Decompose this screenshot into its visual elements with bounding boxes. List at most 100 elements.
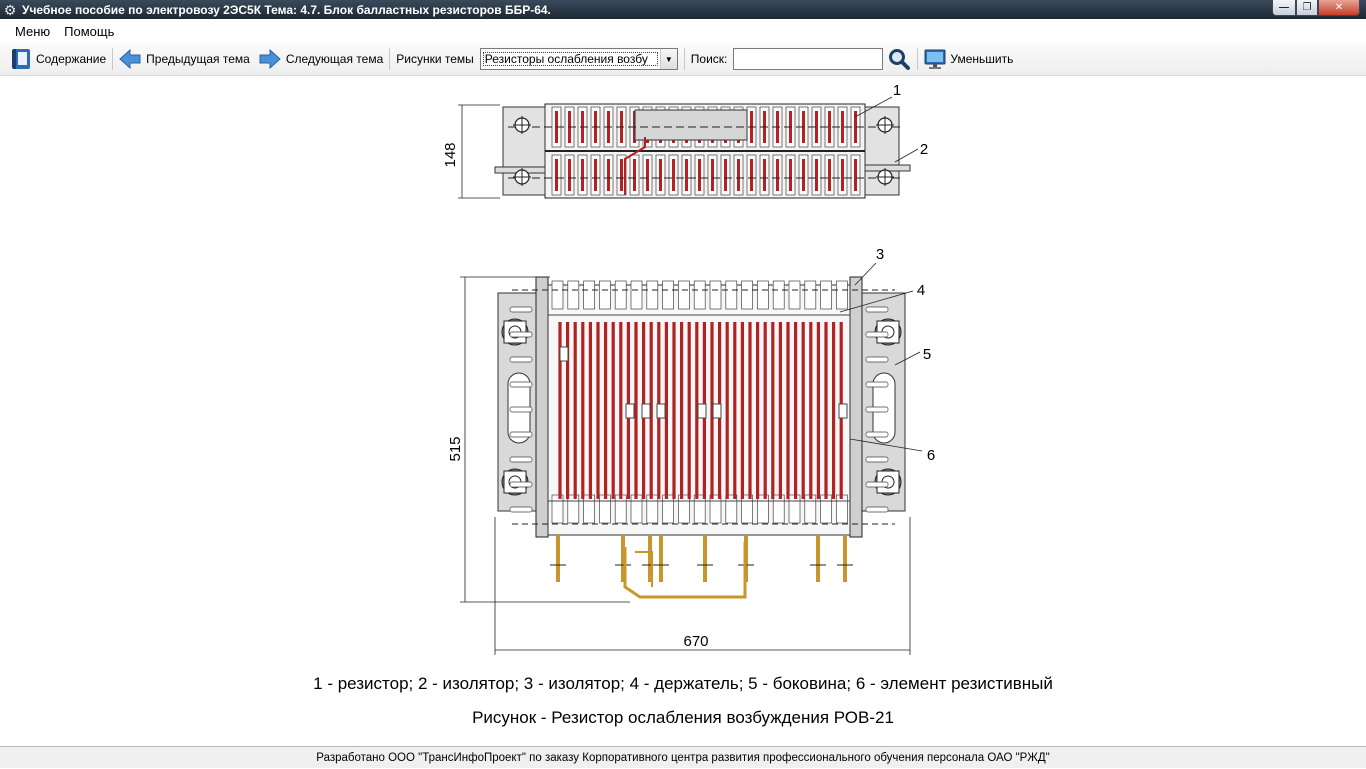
rail-slot: [865, 406, 889, 413]
bottom-insulator: [772, 494, 785, 524]
top-insulator: [804, 280, 817, 310]
callout-1: 1: [893, 82, 901, 99]
bottom-insulator: [741, 494, 753, 524]
spacer: [625, 403, 635, 419]
bottom-insulator: [804, 494, 817, 524]
spacer: [641, 403, 651, 419]
close-button[interactable]: ✕: [1318, 0, 1360, 16]
top-insulator: [599, 280, 611, 310]
top-view-drawing: [458, 96, 919, 199]
top-insulator: [551, 280, 564, 310]
callout-5: 5: [923, 346, 931, 363]
bottom-insulator: [583, 494, 595, 524]
menu-item-help[interactable]: Помощь: [64, 23, 115, 39]
top-insulator: [772, 280, 785, 310]
next-topic-button[interactable]: Следующая тема: [259, 49, 383, 69]
monitor-icon: [924, 49, 946, 69]
rail-slot: [509, 356, 533, 363]
bottom-insulator: [820, 494, 832, 524]
rail-slot: [509, 406, 533, 413]
bus-bar: [623, 542, 747, 599]
contents-button[interactable]: Содержание: [12, 49, 106, 69]
book-icon: [12, 49, 30, 69]
zoom-out-button[interactable]: Уменьшить: [924, 48, 1013, 70]
zoom-out-label: Уменьшить: [950, 52, 1014, 66]
bottom-insulator: [551, 494, 564, 524]
leader-line: [894, 148, 919, 163]
arrow-left-icon: [119, 49, 141, 69]
bottom-insulator: [693, 494, 706, 524]
spacer: [712, 403, 722, 419]
spacer: [697, 403, 707, 419]
bottom-insulator: [836, 494, 848, 524]
callout-3: 3: [876, 246, 884, 263]
top-insulator: [693, 280, 706, 310]
search-icon[interactable]: [887, 47, 911, 71]
next-topic-label: Следующая тема: [285, 52, 384, 66]
rail-slot: [865, 306, 889, 313]
top-insulator: [646, 280, 659, 310]
figure-legend: 1 - резистор; 2 - изолятор; 3 - изолятор…: [313, 674, 1053, 693]
top-insulator: [836, 280, 848, 310]
window-controls: — ❐ ✕: [1272, 0, 1360, 16]
top-insulator: [678, 280, 690, 310]
figures-select[interactable]: Резисторы ослабления возбу ▼: [479, 48, 678, 70]
menu-item-menu[interactable]: Меню: [15, 23, 51, 39]
top-insulator: [741, 280, 753, 310]
top-insulator: [725, 280, 738, 310]
bottom-insulator: [678, 494, 690, 524]
toolbar-separator: [683, 48, 685, 70]
rail-slot: [865, 431, 889, 438]
leader-line: [839, 290, 914, 313]
leader-line: [854, 96, 893, 118]
contents-label: Содержание: [36, 52, 107, 66]
top-lead-wire: [624, 137, 646, 195]
rail-slot: [509, 506, 533, 513]
dimension-width: 670: [683, 633, 708, 650]
search-input[interactable]: [733, 48, 884, 70]
maximize-button[interactable]: ❐: [1296, 0, 1318, 16]
callout-6: 6: [927, 447, 935, 464]
prev-topic-label: Предыдущая тема: [146, 52, 250, 66]
bottom-insulator: [614, 494, 627, 524]
rail-slot: [509, 331, 533, 338]
menu-bar: Меню Помощь: [0, 19, 1366, 43]
top-insulator: [788, 280, 801, 310]
callout-4: 4: [917, 282, 925, 299]
prev-topic-button[interactable]: Предыдущая тема: [119, 49, 250, 69]
figure-caption: Рисунок - Резистор ослабления возбуждени…: [472, 708, 894, 727]
bottom-insulator: [788, 494, 801, 524]
top-insulator: [630, 280, 643, 310]
rail-slot: [509, 431, 533, 438]
bus-bar: [635, 551, 653, 587]
rail-slot: [509, 456, 533, 463]
toolbar-separator: [112, 48, 114, 70]
spacer: [559, 346, 569, 362]
bottom-insulator: [662, 494, 674, 524]
dimension-height-top: 148: [442, 142, 459, 167]
rail-slot: [865, 331, 889, 338]
chevron-down-icon[interactable]: ▼: [659, 49, 677, 69]
dimension-height: 515: [447, 436, 464, 461]
top-insulator: [583, 280, 595, 310]
top-insulator-block: [634, 109, 748, 141]
rail-slot: [509, 306, 533, 313]
top-insulator: [614, 280, 627, 310]
rail-slot: [865, 356, 889, 363]
rail-slot: [865, 506, 889, 513]
rail-slot: [865, 481, 889, 488]
window-title: Учебное пособие по электровозу 2ЭС5К Тем…: [22, 2, 551, 17]
toolbar-separator: [917, 48, 919, 70]
spacer: [838, 403, 848, 419]
minimize-button[interactable]: —: [1272, 0, 1296, 16]
bottom-insulator: [725, 494, 738, 524]
figures-select-value: Резисторы ослабления возбу: [482, 51, 659, 67]
leader-line: [854, 262, 877, 286]
front-view-drawing: [460, 262, 923, 655]
search-label: Поиск:: [690, 52, 728, 66]
status-bar: Разработано ООО "ТрансИнфоПроект" по зак…: [0, 746, 1366, 768]
rail-slot: [865, 456, 889, 463]
app-gear-icon: ⚙: [3, 1, 17, 18]
callout-2: 2: [920, 141, 928, 158]
figures-group: Рисунки темы Резисторы ослабления возбу …: [396, 48, 678, 70]
